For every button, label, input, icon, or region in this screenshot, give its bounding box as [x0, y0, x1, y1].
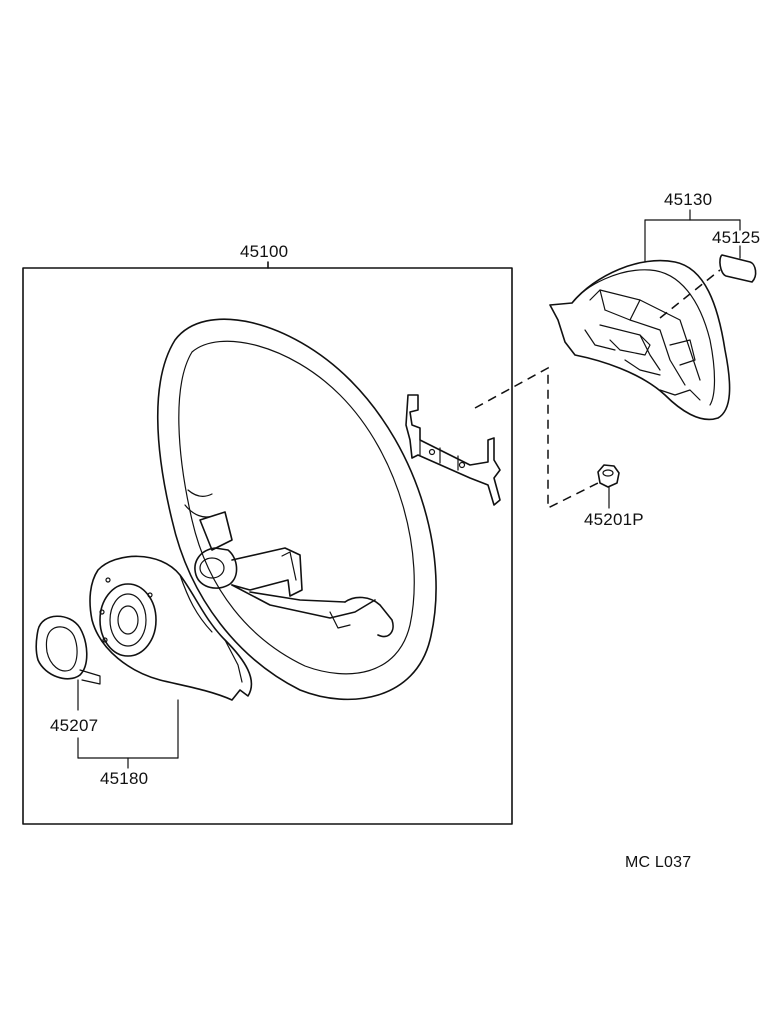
diagram-code: MC L037	[625, 854, 692, 871]
nut	[597, 464, 620, 509]
cover	[89, 555, 253, 701]
emblem	[719, 245, 757, 283]
leader-45180	[77, 699, 179, 769]
leader-45130	[644, 209, 741, 263]
bracket	[405, 394, 501, 506]
label-45130: 45130	[664, 190, 713, 209]
label-45180: 45180	[100, 769, 149, 788]
label-45201p: 45201P	[584, 510, 644, 529]
steering-wheel-hub	[194, 511, 394, 638]
label-45125: 45125	[712, 228, 761, 247]
label-45100: 45100	[240, 242, 289, 261]
horn-pad	[549, 259, 731, 421]
assembly-frame	[22, 261, 513, 825]
label-45207: 45207	[50, 716, 99, 735]
spring-plate	[35, 615, 101, 711]
steering-wheel-rim	[156, 318, 437, 701]
